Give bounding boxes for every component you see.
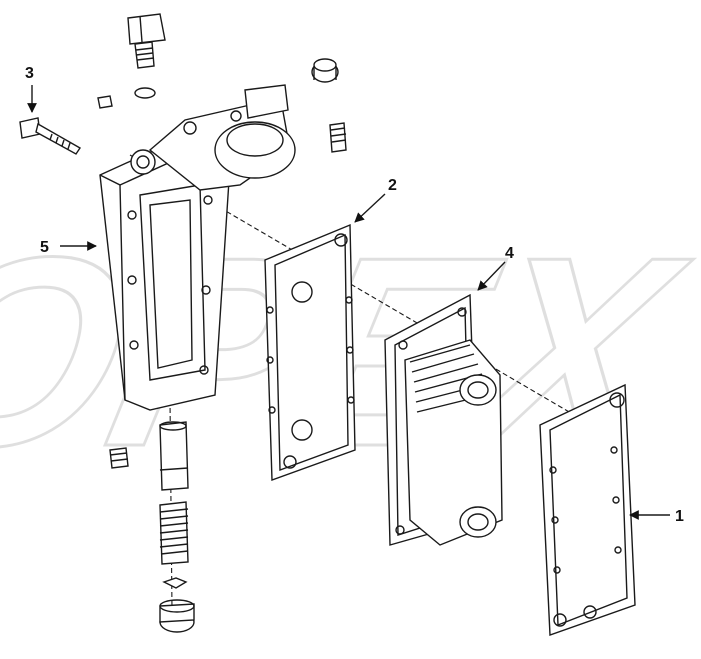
plug-top [311, 58, 339, 83]
valve-washer [162, 577, 188, 589]
drain-plug [109, 447, 129, 469]
callout-2: 2 [388, 177, 397, 194]
valve-spring [159, 501, 189, 565]
callout-1: 1 [675, 508, 684, 525]
bypass-valve [159, 421, 189, 491]
gasket-housing-side [264, 223, 356, 481]
oil-cooler-core [384, 293, 503, 546]
small-screw [97, 95, 113, 109]
top-bolt [127, 13, 166, 99]
callout-3: 3 [25, 65, 34, 82]
callout-5: 5 [40, 239, 49, 256]
long-bolt [19, 117, 81, 155]
callout-4: 4 [505, 245, 514, 262]
leader-4 [477, 261, 506, 291]
callout-leaders [27, 85, 670, 520]
cover-gasket [539, 383, 636, 636]
valve-plug [159, 599, 195, 633]
callouts: 3 5 2 4 1 [25, 65, 684, 525]
oil-cooler-housing [99, 84, 296, 411]
fitting [329, 122, 347, 153]
leader-2 [354, 193, 386, 223]
